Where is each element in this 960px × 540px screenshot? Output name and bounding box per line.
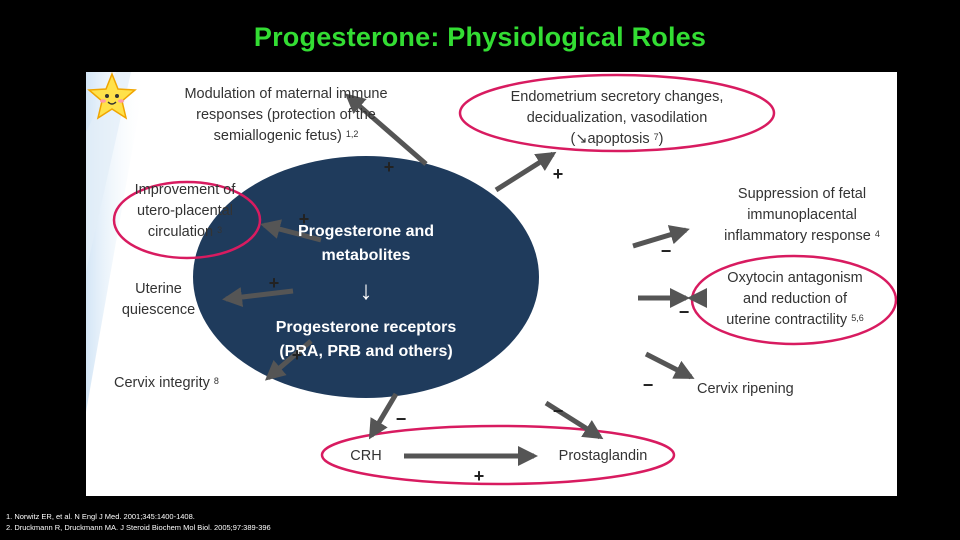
oxytocin-line2: and reduction of	[700, 289, 890, 310]
endometrium-ref: 7	[654, 132, 659, 142]
cervix-integrity-ref: 8	[214, 376, 219, 386]
diagram-panel: Progesterone and metabolites ↓ Progester…	[86, 72, 897, 496]
node-crh: CRH	[346, 446, 386, 467]
node-uteroplacental: Improvement of utero-placental circulati…	[120, 180, 250, 243]
uteroplacental-ref: 3	[217, 225, 222, 235]
sign-immune: +	[379, 158, 399, 176]
fetal-line1: Suppression of fetal	[702, 184, 897, 205]
slide-title: Progesterone: Physiological Roles	[0, 22, 960, 53]
oxytocin-line3-text: uterine contractility	[726, 312, 847, 328]
sign-cervix-integrity: +	[287, 346, 307, 364]
center-bottom-line2: (PRA, PRB and others)	[246, 340, 486, 364]
node-endometrium: Endometrium secretory changes, deciduali…	[477, 87, 757, 150]
immune-line1: Modulation of maternal immune	[156, 84, 416, 105]
endometrium-line1: Endometrium secretory changes,	[477, 87, 757, 108]
node-oxytocin: Oxytocin antagonism and reduction of ute…	[700, 268, 890, 331]
endometrium-line2: decidualization, vasodilation	[477, 108, 757, 129]
endometrium-line3-prefix: (↘apoptosis	[571, 131, 650, 147]
node-cervix-ripening: Cervix ripening	[697, 379, 817, 400]
sign-fetal-suppression: −	[656, 242, 676, 260]
node-uterine-quiescence: Uterine quiescence	[96, 279, 221, 321]
reference-2: 2. Druckmann R, Druckmann MA. J Steroid …	[6, 522, 271, 533]
fetal-ref: 4	[875, 229, 880, 239]
sign-uterine-quiescence: +	[264, 274, 284, 292]
center-down-arrow: ↓	[346, 275, 386, 305]
uteroplacental-line3-text: circulation	[148, 224, 213, 240]
sign-endometrium: +	[548, 165, 568, 183]
endometrium-line3: (↘apoptosis 7)	[477, 129, 757, 150]
uteroplacental-line1: Improvement of	[120, 180, 250, 201]
sign-uteroplacental: +	[294, 210, 314, 228]
immune-line3: semiallogenic fetus) 1,2	[156, 126, 416, 147]
endometrium-line3-suffix: )	[659, 131, 664, 147]
quiescence-line2: quiescence	[96, 300, 221, 321]
node-cervix-integrity: Cervix integrity 8	[114, 373, 274, 394]
node-prostaglandin: Prostaglandin	[548, 446, 658, 467]
node-fetal-suppression: Suppression of fetal immunoplacental inf…	[702, 184, 897, 247]
immune-line2: responses (protection of the	[156, 105, 416, 126]
center-bottom-line1: Progesterone receptors	[246, 316, 486, 340]
star-sticker-icon	[86, 72, 138, 122]
node-immune-modulation: Modulation of maternal immune responses …	[156, 84, 416, 147]
fetal-line3: inflammatory response 4	[702, 226, 897, 247]
sign-crh: −	[391, 410, 411, 428]
sign-crh-to-prostaglandin: +	[469, 467, 489, 485]
oxytocin-line1: Oxytocin antagonism	[700, 268, 890, 289]
uteroplacental-line3: circulation 3	[120, 222, 250, 243]
oxytocin-line3: uterine contractility 5,6	[700, 310, 890, 331]
fetal-line3-text: inflammatory response	[724, 228, 871, 244]
sign-cervix-ripening: −	[638, 376, 658, 394]
center-label-bottom: Progesterone receptors (PRA, PRB and oth…	[246, 316, 486, 364]
sign-prostaglandin: −	[548, 402, 568, 420]
arrow-cervix-ripening	[646, 354, 691, 377]
center-top-line2: metabolites	[266, 244, 466, 268]
cervix-integrity-text: Cervix integrity	[114, 375, 210, 391]
oxytocin-ref: 5,6	[851, 313, 864, 323]
uteroplacental-line2: utero-placental	[120, 201, 250, 222]
immune-line3-text: semiallogenic fetus)	[214, 128, 342, 144]
sign-oxytocin: −	[674, 303, 694, 321]
references: 1. Norwitz ER, et al. N Engl J Med. 2001…	[6, 511, 271, 533]
fetal-line2: immunoplacental	[702, 205, 897, 226]
immune-ref: 1,2	[346, 129, 359, 139]
reference-1: 1. Norwitz ER, et al. N Engl J Med. 2001…	[6, 511, 271, 522]
quiescence-line1: Uterine	[96, 279, 221, 300]
arrow-endometrium	[496, 154, 553, 190]
